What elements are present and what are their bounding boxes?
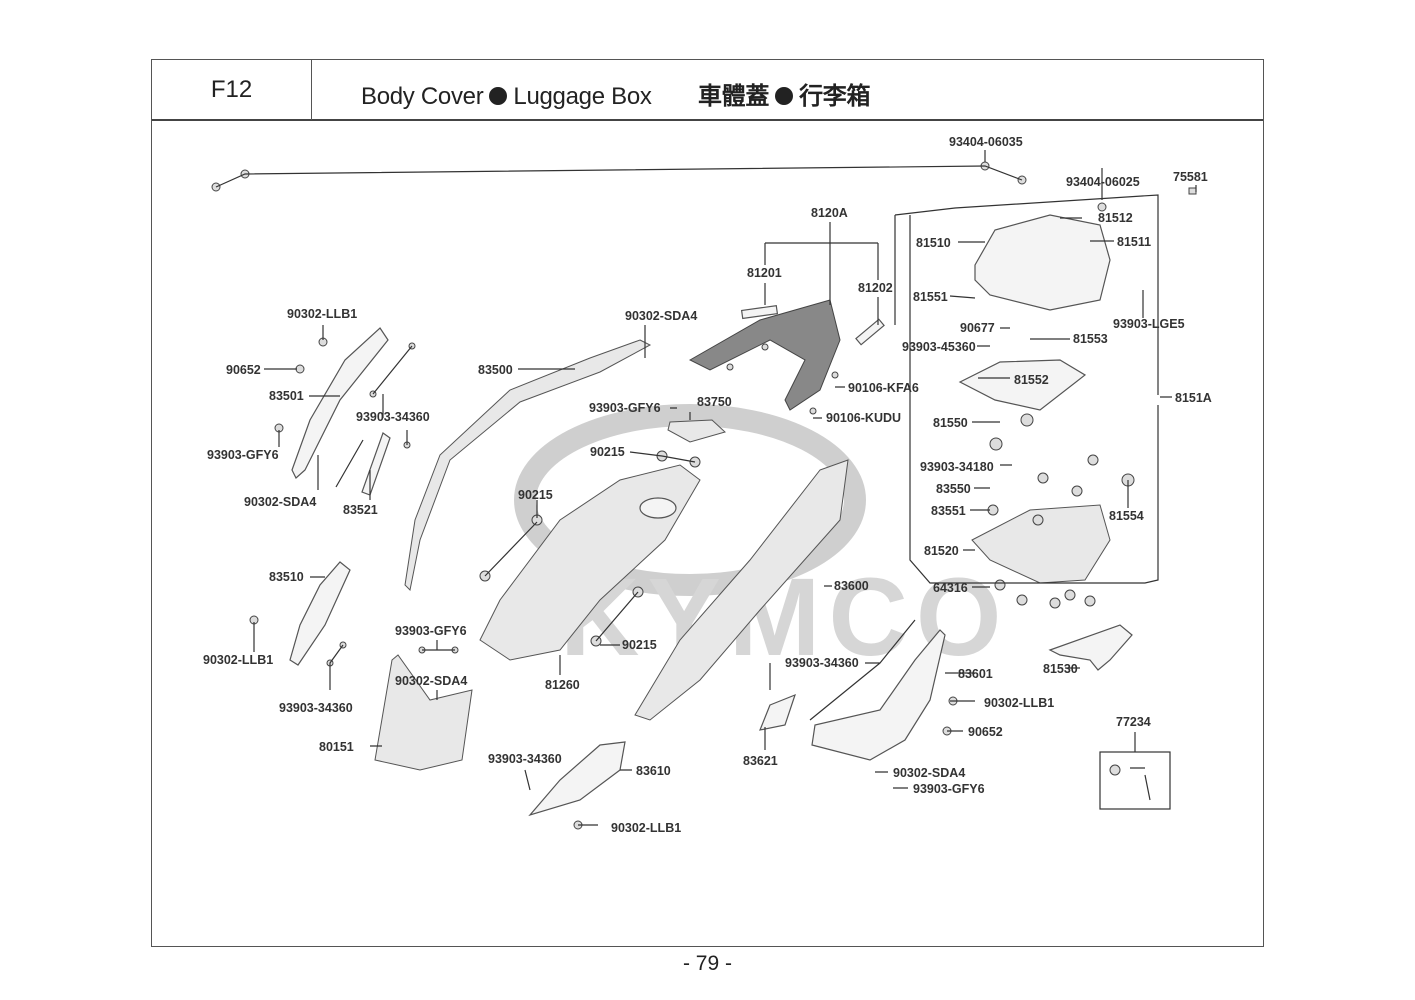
title-en-body-cover: Body Cover	[361, 83, 484, 110]
callout-81530: 81530	[1043, 662, 1078, 676]
part-81202	[855, 318, 885, 346]
title-en-luggage-box: Luggage Box	[513, 83, 652, 110]
leader-lines	[215, 150, 1197, 826]
figure-id: F12	[152, 60, 312, 120]
bullet-icon	[775, 87, 794, 105]
callout-93404-06025: 93404-06025	[1066, 175, 1140, 189]
callout-90302-SDA4: 90302-SDA4	[625, 309, 697, 323]
callout-90302-SDA4: 90302-SDA4	[244, 495, 316, 509]
callout-93903-34360: 93903-34360	[785, 656, 859, 670]
callout-81553: 81553	[1073, 332, 1108, 346]
callout-93903-45360: 93903-45360	[902, 340, 976, 354]
part-80151	[374, 654, 473, 771]
diagram-frame	[151, 120, 1264, 947]
part-83501	[291, 327, 389, 479]
callout-81551: 81551	[913, 290, 948, 304]
part-81520	[971, 504, 1111, 584]
callout-8151A: 8151A	[1175, 391, 1212, 405]
callout-83550: 83550	[936, 482, 971, 496]
callout-90106-KFA6: 90106-KFA6	[848, 381, 919, 395]
callout-93903-LGE5: 93903-LGE5	[1113, 317, 1185, 331]
part-shapes	[289, 187, 1197, 817]
callout-90302-SDA4: 90302-SDA4	[893, 766, 965, 780]
callout-93903-34360: 93903-34360	[279, 701, 353, 715]
callout-83610: 83610	[636, 764, 671, 778]
callout-81550: 81550	[933, 416, 968, 430]
part-81201	[740, 304, 779, 320]
part-83621	[759, 693, 796, 731]
callout-81202: 81202	[858, 281, 893, 295]
callout-83621: 83621	[743, 754, 778, 768]
part-81552	[958, 359, 1087, 411]
callout-81510: 81510	[916, 236, 951, 250]
callout-81512: 81512	[1098, 211, 1133, 225]
callout-90302-LLB1: 90302-LLB1	[984, 696, 1054, 710]
callout-90652: 90652	[226, 363, 261, 377]
callout-83501: 83501	[269, 389, 304, 403]
page-number: - 79 -	[682, 952, 732, 975]
callout-81260: 81260	[545, 678, 580, 692]
part-83600	[634, 459, 849, 721]
part-8120A	[688, 299, 841, 411]
callout-81554: 81554	[1109, 509, 1144, 523]
title-zh-luggage-box: 行李箱	[799, 83, 871, 110]
callout-64316: 64316	[933, 581, 968, 595]
part-83601	[811, 629, 946, 761]
callout-83500: 83500	[478, 363, 513, 377]
callout-83601: 83601	[958, 667, 993, 681]
callout-83750: 83750	[697, 395, 732, 409]
callout-81201: 81201	[747, 266, 782, 280]
callout-80151: 80151	[319, 740, 354, 754]
callout-90302-LLB1: 90302-LLB1	[611, 821, 681, 835]
key-icon	[1130, 767, 1151, 801]
callout-90106-KUDU: 90106-KUDU	[826, 411, 901, 425]
callout-81511: 81511	[1117, 235, 1151, 249]
callout-93404-06035: 93404-06035	[949, 135, 1023, 149]
callout-75581: 75581	[1173, 170, 1208, 184]
callout-90215: 90215	[622, 638, 657, 652]
callout-83600: 83600	[834, 579, 869, 593]
lock-cylinder-icon	[1109, 764, 1121, 776]
callout-90677: 90677	[960, 321, 995, 335]
callout-93903-GFY6: 93903-GFY6	[207, 448, 279, 462]
callout-90302-LLB1: 90302-LLB1	[203, 653, 273, 667]
callout-8120A: 8120A	[811, 206, 848, 220]
part-83521	[361, 432, 391, 496]
callout-90302-SDA4: 90302-SDA4	[395, 674, 467, 688]
callout-90215: 90215	[590, 445, 625, 459]
part-83750	[667, 419, 726, 443]
part-83500	[404, 339, 652, 592]
part-81530	[1048, 624, 1133, 671]
callout-90652: 90652	[968, 725, 1003, 739]
bullet-icon	[489, 87, 508, 105]
part-75581	[1188, 187, 1197, 195]
callout-93903-GFY6: 93903-GFY6	[395, 624, 467, 638]
callout-93903-34180: 93903-34180	[920, 460, 994, 474]
callout-83510: 83510	[269, 570, 304, 584]
callout-93903-GFY6: 93903-GFY6	[913, 782, 985, 796]
figure-title: Body Cover Luggage Box 車體蓋 行李箱	[361, 76, 870, 111]
callout-83521: 83521	[343, 503, 378, 517]
callout-93903-34360: 93903-34360	[356, 410, 430, 424]
part-81260-hole	[639, 497, 677, 519]
callout-81520: 81520	[924, 544, 959, 558]
part-81510	[974, 214, 1111, 311]
fasteners	[211, 161, 1135, 830]
part-83510	[289, 561, 351, 666]
callout-90215: 90215	[518, 488, 553, 502]
callout-81552: 81552	[1014, 373, 1049, 387]
callout-labels: 93404-06035 93404-06025 75581 8120A 8151…	[203, 135, 1212, 835]
callout-90302-LLB1: 90302-LLB1	[287, 307, 357, 321]
callout-83551: 83551	[931, 504, 966, 518]
callout-77234: 77234	[1116, 715, 1151, 729]
part-83610	[528, 741, 626, 817]
part-77234-box	[1099, 751, 1171, 810]
callout-93903-GFY6: 93903-GFY6	[589, 401, 661, 415]
figure-header: F12 Body Cover Luggage Box 車體蓋 行李箱	[151, 59, 1264, 121]
callout-93903-34360: 93903-34360	[488, 752, 562, 766]
title-zh-body-cover: 車體蓋	[697, 83, 770, 110]
